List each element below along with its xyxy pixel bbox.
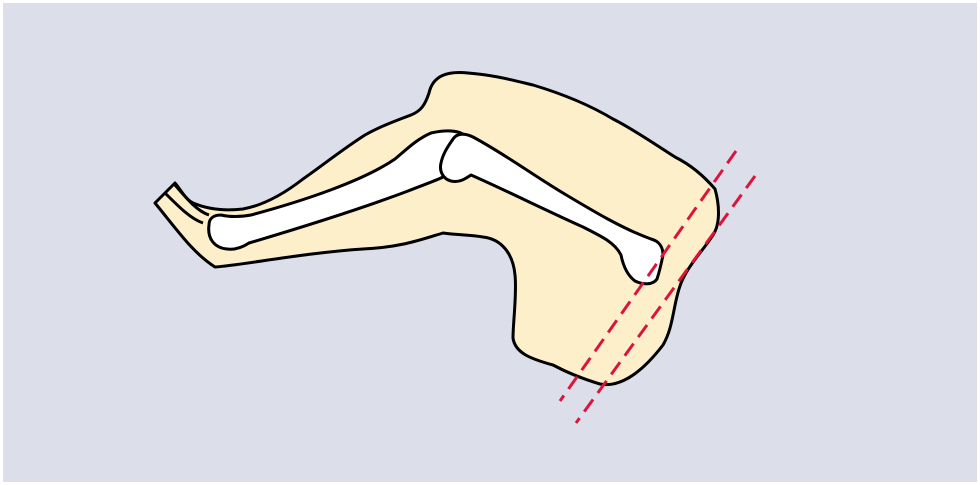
leg-amputation-diagram — [3, 3, 977, 482]
diagram-canvas — [3, 3, 977, 482]
